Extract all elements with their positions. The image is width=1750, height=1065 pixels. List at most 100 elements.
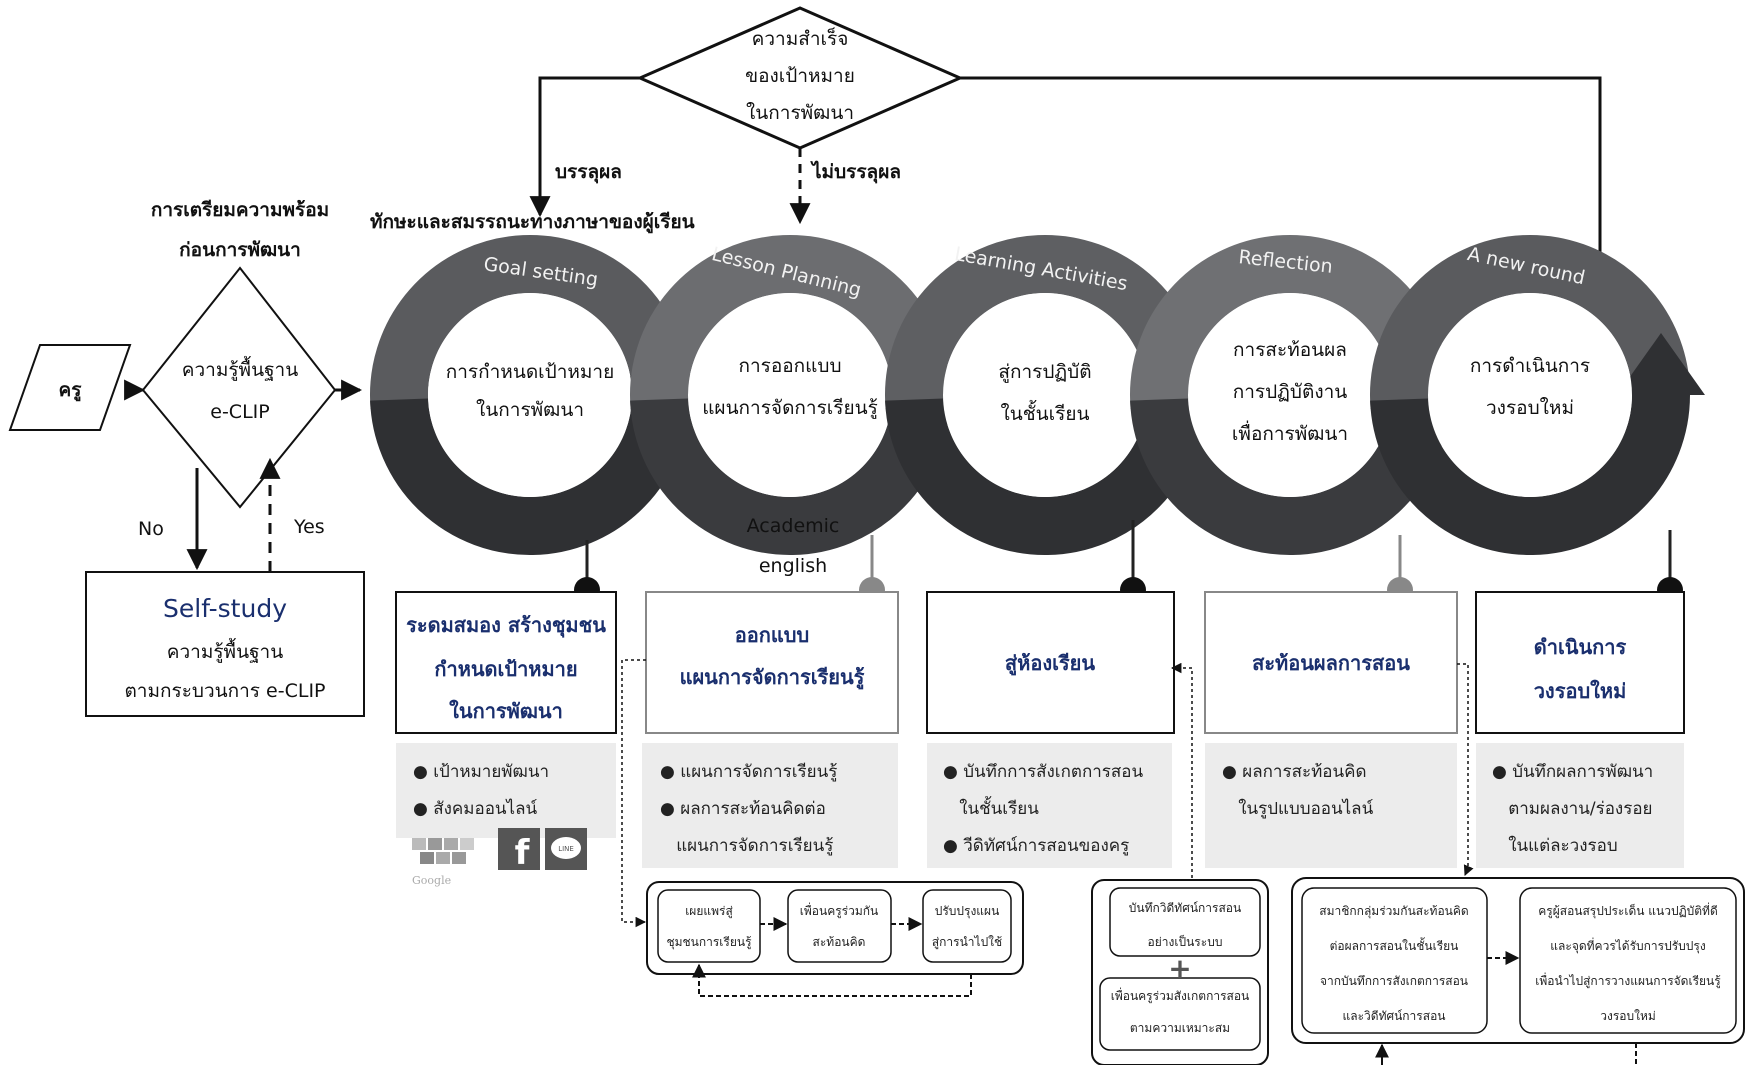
not-achieved-label: ไม่บรรลุผล (810, 160, 901, 184)
decision-line-2: ของเป้าหมาย (745, 65, 855, 87)
cycle-5-ring-top (1370, 234, 1690, 409)
reflect-step-1-line-1: สมาชิกกลุ่มร่วมกันสะท้อนคิด (1319, 904, 1468, 919)
reflect-step-1-line-3: จากบันทึกการสังเกตการสอน (1320, 974, 1468, 988)
box-4-bullet-1: ● ผลการสะท้อนคิด (1222, 762, 1367, 782)
reflect-step-2-line-4: วงรอบใหม่ (1600, 1009, 1656, 1023)
plan-step-1-line-1: เผยแพร่สู่ (685, 904, 733, 919)
cycle-3-center (943, 293, 1147, 497)
self-study-line-2: ตามกระบวนการ e-CLIP (124, 680, 325, 702)
reflect-step-2-line-3: เพื่อนำไปสู่การวางแผนการจัดเรียนรู้ (1535, 972, 1721, 989)
box-3-title-1: สู่ห้องเรียน (1005, 651, 1095, 677)
box-2-bullet-1: ● แผนการจัดการเรียนรู้ (660, 762, 837, 782)
cycle-5-line-1: การดำเนินการ (1470, 355, 1590, 377)
reflect-step-1-line-2: ต่อผลการสอนในชั้นเรียน (1330, 937, 1459, 953)
reflect-step-2-line-2: และจุดที่ควรได้รับการปรับปรุง (1550, 937, 1705, 954)
academic-english-line-1: Academic (747, 515, 840, 537)
box-3-bullet-1: ● บันทึกการสังเกตการสอน (943, 762, 1143, 782)
reflect-subflow-dotted-link (1457, 663, 1474, 876)
box-3-bullet-3: ● วีดิทัศน์การสอนของครู (943, 836, 1129, 856)
plan-step-2 (787, 889, 892, 963)
plan-step-3-line-1: ปรับปรุงแผน (935, 904, 1000, 919)
step-box-2: ออกแบบ แผนการจัดการเรียนรู้ (645, 591, 899, 734)
box-4-title-1: สะท้อนผลการสอน (1252, 651, 1410, 675)
box-1-title-2: กำหนดเป้าหมาย (434, 657, 577, 681)
cycle-1-line-2: ในการพัฒนา (476, 399, 584, 421)
no-label: No (138, 518, 164, 540)
box-1-title-1: ระดมสมอง สร้างชุมชน (406, 613, 606, 638)
box-2-bullet-2: ● ผลการสะท้อนคิดต่อ (660, 799, 826, 819)
step-box-1: ระดมสมอง สร้างชุมชน กำหนดเป้าหมาย ในการพ… (395, 591, 617, 734)
facebook-glyph: f (515, 833, 531, 873)
box-1-bullet-2: ● สังคมออนไลน์ (413, 798, 538, 819)
box-5-title-1: ดำเนินการ (1534, 635, 1627, 659)
class-subflow-dotted-link (1170, 662, 1193, 878)
reflect-step-1-line-4: และวิดีทัศน์การสอน (1343, 1009, 1446, 1023)
cycle-3-line-2: ในชั้นเรียน (1001, 400, 1090, 425)
step-box-5: ดำเนินการ วงรอบใหม่ (1475, 591, 1685, 734)
facebook-icon: f (498, 828, 540, 873)
plus-icon: + (1168, 952, 1191, 985)
evidence-panel-3 (927, 743, 1172, 868)
yes-label: Yes (293, 516, 325, 538)
prep-title-line-2: ก่อนการพัฒนา (179, 239, 301, 261)
top-decision: ความสำเร็จ ของเป้าหมาย ในการพัฒนา (636, 6, 964, 150)
class-step-2 (1099, 977, 1261, 1051)
self-study-box: Self-study ความรู้พื้นฐาน ตามกระบวนการ e… (85, 571, 365, 717)
plan-step-3-line-2: สู่การนำไปใช้ (932, 935, 1002, 950)
step-box-4: สะท้อนผลการสอน (1204, 591, 1458, 734)
box-1-bullet-1: ● เป้าหมายพัฒนา (413, 762, 549, 782)
class-step-2-line-1: เพื่อนครูร่วมสังเกตการสอน (1111, 987, 1250, 1004)
cycle-5-center (1428, 293, 1632, 497)
cycle-3-line-1: สู่การปฏิบัติ (998, 361, 1091, 383)
plan-step-1-line-2: ชุมชนการเรียนรู้ (666, 935, 752, 950)
decision-line-1: ความสำเร็จ (752, 26, 849, 50)
box-2-title-2: แผนการจัดการเรียนรู้ (680, 665, 865, 691)
achieved-connector (529, 76, 640, 218)
box-4-bullet-2: ในรูปแบบออนไลน์ (1222, 798, 1374, 819)
line-app-icon: LINE (545, 828, 587, 870)
evidence-panel-4 (1205, 743, 1457, 868)
plan-step-3 (922, 889, 1012, 963)
class-step-1 (1109, 887, 1261, 957)
class-step-1-line-1: บันทึกวิดีทัศน์การสอน (1129, 901, 1241, 915)
cycle-4-line-1: การสะท้อนผล (1233, 339, 1347, 361)
evidence-panel-1 (396, 743, 616, 838)
box-1-title-3: ในการพัฒนา (449, 699, 563, 723)
cycle-1-center (428, 293, 632, 497)
reflect-step-2 (1519, 887, 1737, 1034)
box-5-bullet-1: ● บันทึกผลการพัฒนา (1492, 762, 1653, 782)
evidence-panel-5 (1476, 743, 1684, 868)
prep-diamond-line-1: ความรู้พื้นฐาน (182, 356, 298, 381)
achieved-label: บรรลุผล (555, 161, 622, 184)
prep-title-line-1: การเตรียมความพร้อม (151, 199, 329, 221)
prep-diamond-line-2: e-CLIP (210, 401, 269, 423)
line-glyph: LINE (558, 845, 574, 853)
google-label: Google (412, 874, 451, 887)
skills-label: ทักษะและสมรรถนะทางภาษาของผู้เรียน (370, 211, 695, 234)
cycle-2-line-1: การออกแบบ (738, 355, 841, 377)
cycle-5-arrowhead (1617, 333, 1705, 395)
plan-subflow-dotted-link (621, 659, 647, 928)
box-5-bullet-2: ตามผลงาน/ร่องรอย (1492, 799, 1653, 819)
cycle-rings (370, 234, 1705, 555)
plan-step-2-line-2: สะท้อนคิด (813, 935, 866, 949)
reflect-step-1 (1301, 887, 1488, 1034)
step-box-3: สู่ห้องเรียน (926, 591, 1175, 734)
teacher-label: ครู (59, 379, 83, 402)
self-study-title: Self-study (163, 594, 287, 623)
plan-step-2-line-1: เพื่อนครูร่วมกัน (800, 902, 878, 919)
self-study-line-1: ความรู้พื้นฐาน (167, 638, 283, 663)
cycle-4-line-2: การปฏิบัติงาน (1233, 381, 1348, 403)
class-step-2-line-2: ตามความเหมาะสม (1130, 1021, 1230, 1035)
cycle-2-center (688, 293, 892, 497)
box-3-bullet-2: ในชั้นเรียน (943, 796, 1039, 819)
box-5-bullet-3: ในแต่ละวงรอบ (1492, 835, 1618, 856)
cycle-5-line-2: วงรอบใหม่ (1486, 397, 1574, 419)
academic-english-line-2: english (759, 555, 827, 577)
cycle-1-line-1: การกำหนดเป้าหมาย (446, 361, 614, 383)
evidence-panel-2 (642, 743, 898, 868)
class-step-1-line-2: อย่างเป็นระบบ (1148, 934, 1223, 949)
decision-line-3: ในการพัฒนา (746, 102, 854, 124)
google-apps-icon: Google (412, 838, 474, 887)
cycle-4-line-3: เพื่อการพัฒนา (1232, 420, 1348, 445)
